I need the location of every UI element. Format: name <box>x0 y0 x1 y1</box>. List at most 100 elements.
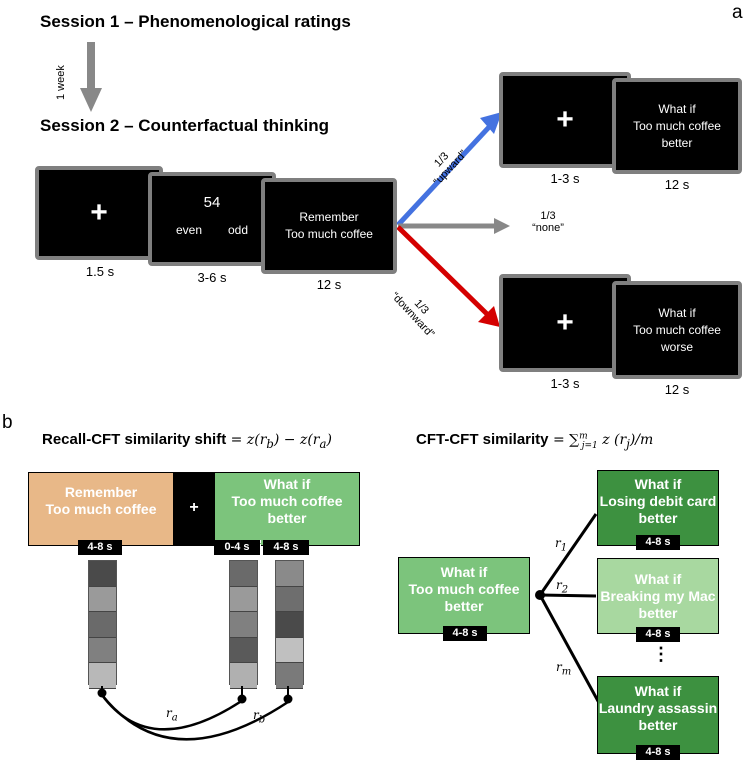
whatif-box-line1: What if <box>263 476 311 492</box>
session2-title: Session 2 – Counterfactual thinking <box>40 116 330 135</box>
cft-voxel-3 <box>276 637 303 664</box>
cft-tag: 4-8 s <box>263 540 309 555</box>
lower-fix-duration: 1-3 s <box>550 376 580 391</box>
recall-voxel-3 <box>89 637 116 664</box>
cft-voxel-4 <box>276 663 303 689</box>
whatif-box-line2: Too much coffee <box>231 493 343 509</box>
odd-even-screen: 54 even odd <box>148 172 276 266</box>
right-box-1-line3: better <box>638 510 678 526</box>
recall-pattern <box>88 560 117 689</box>
upper-whatif-line1: What if <box>658 101 696 116</box>
upper-whatif-line2: Too much coffee <box>633 118 721 133</box>
panel-b-letter: b <box>2 412 13 433</box>
none-label-group: 1/3 “none” <box>518 210 578 234</box>
gap-voxel-1 <box>230 586 257 613</box>
lower-whatif-line2: Too much coffee <box>633 322 721 337</box>
r2-label: r2 <box>556 578 569 596</box>
fixation-duration: 1.5 s <box>85 264 115 279</box>
cft-pattern <box>275 560 304 689</box>
odd-option: odd <box>228 222 249 237</box>
gap-voxel-2 <box>230 612 257 638</box>
arc-rb <box>101 694 289 741</box>
remember-line1: Remember <box>299 210 359 224</box>
rm-label: rm <box>556 660 572 678</box>
recall-node <box>97 688 107 698</box>
right-box-3-line1: What if <box>634 683 682 699</box>
upper-whatif-screen: What if Too much coffee better <box>612 78 742 174</box>
cft-voxel-1 <box>276 586 303 613</box>
center-cft-line2: Too much coffee <box>408 581 520 597</box>
remember-duration: 12 s <box>316 277 342 292</box>
remember-box-line2: Too much coffee <box>45 501 157 517</box>
right-box-2-tag: 4-8 s <box>636 627 680 642</box>
none-arrow <box>398 218 510 234</box>
remember-box-line1: Remember <box>64 484 138 500</box>
gap-tag: 0-4 s <box>214 540 260 555</box>
r1-label: r1 <box>555 536 568 554</box>
right-box-3-line3: better <box>638 717 678 733</box>
right-box-2-line1: What if <box>634 571 682 587</box>
lower-fixation-cross: + <box>556 306 574 339</box>
right-box-3-tag: 4-8 s <box>636 745 680 760</box>
center-cft-box: What if Too much coffee better <box>398 557 530 634</box>
recall-cft-formula: = z(rb) − z(ra) <box>230 432 332 451</box>
upper-whatif-line3: better <box>661 135 693 150</box>
link-rm <box>538 594 606 713</box>
panel-a-letter: a <box>732 2 743 23</box>
session-arrow <box>80 42 102 112</box>
remember-box: Remember Too much coffee <box>28 472 174 546</box>
ellipsis: ⋮ <box>652 644 670 664</box>
none-fraction: 1/3 <box>540 210 556 222</box>
lower-whatif-line3: worse <box>660 339 693 354</box>
center-cft-tag: 4-8 s <box>443 626 487 641</box>
upward-arrow <box>396 112 502 227</box>
cft-cft-title: CFT-CFT similarity = ∑mj=1 z (rj)/m <box>416 431 653 451</box>
cft-cft-formula: = ∑mj=1 z (rj)/m <box>552 431 654 451</box>
lower-whatif-duration: 12 s <box>664 382 690 397</box>
upper-fix-duration: 1-3 s <box>550 171 580 186</box>
tag-divider <box>260 540 263 555</box>
recall-voxel-0 <box>89 561 116 587</box>
cft-voxel-0 <box>276 561 303 587</box>
right-box-1-tag: 4-8 s <box>636 535 680 550</box>
lower-whatif-screen: What if Too much coffee worse <box>612 281 742 379</box>
recall-voxel-1 <box>89 586 116 613</box>
rb-label: rb <box>253 708 266 726</box>
right-box-1-line1: What if <box>634 476 682 492</box>
gap-pattern <box>229 560 258 689</box>
panel-a-arrows <box>80 42 510 327</box>
right-box-3-line2: Laundry assassin <box>598 700 718 716</box>
right-cft-box-1: What if Losing debit card better <box>597 470 719 546</box>
link-r2 <box>539 593 597 598</box>
none-label: “none” <box>532 222 564 234</box>
right-box-2-line2: Breaking my Mac <box>600 588 716 604</box>
remember-line2: Too much coffee <box>285 227 373 241</box>
right-cft-box-2: What if Breaking my Mac better <box>597 558 719 634</box>
whatif-box-line3: better <box>267 510 307 526</box>
recall-voxel-2 <box>89 612 116 638</box>
cft-cft-title-text: CFT-CFT similarity <box>416 431 549 448</box>
recall-tag: 4-8 s <box>78 540 122 555</box>
ra-label: ra <box>166 706 178 724</box>
gap-voxel-0 <box>230 561 257 587</box>
right-box-1-line2: Losing debit card <box>599 493 717 509</box>
recall-cft-title: Recall-CFT similarity shift = z(rb) − z(… <box>42 431 332 451</box>
right-cft-box-3: What if Laundry assassin better <box>597 676 719 754</box>
number-text: 54 <box>203 193 221 211</box>
gap-voxel-4 <box>230 663 257 689</box>
cft-voxel-2 <box>276 612 303 638</box>
right-box-2-line3: better <box>638 605 678 621</box>
fixation-box-plus: + <box>189 499 199 516</box>
upper-fixation-screen: + <box>499 72 631 168</box>
gap-voxel-3 <box>230 637 257 664</box>
fixation-box: + <box>174 472 214 546</box>
center-cft-line1: What if <box>440 564 488 580</box>
remember-screen: Remember Too much coffee <box>261 178 397 274</box>
fan-node <box>535 590 545 600</box>
link-r1 <box>538 513 598 596</box>
whatif-box: What if Too much coffee better <box>214 472 360 546</box>
downward-arrow <box>396 225 500 327</box>
upper-whatif-duration: 12 s <box>664 177 690 192</box>
gap-node <box>237 694 247 704</box>
